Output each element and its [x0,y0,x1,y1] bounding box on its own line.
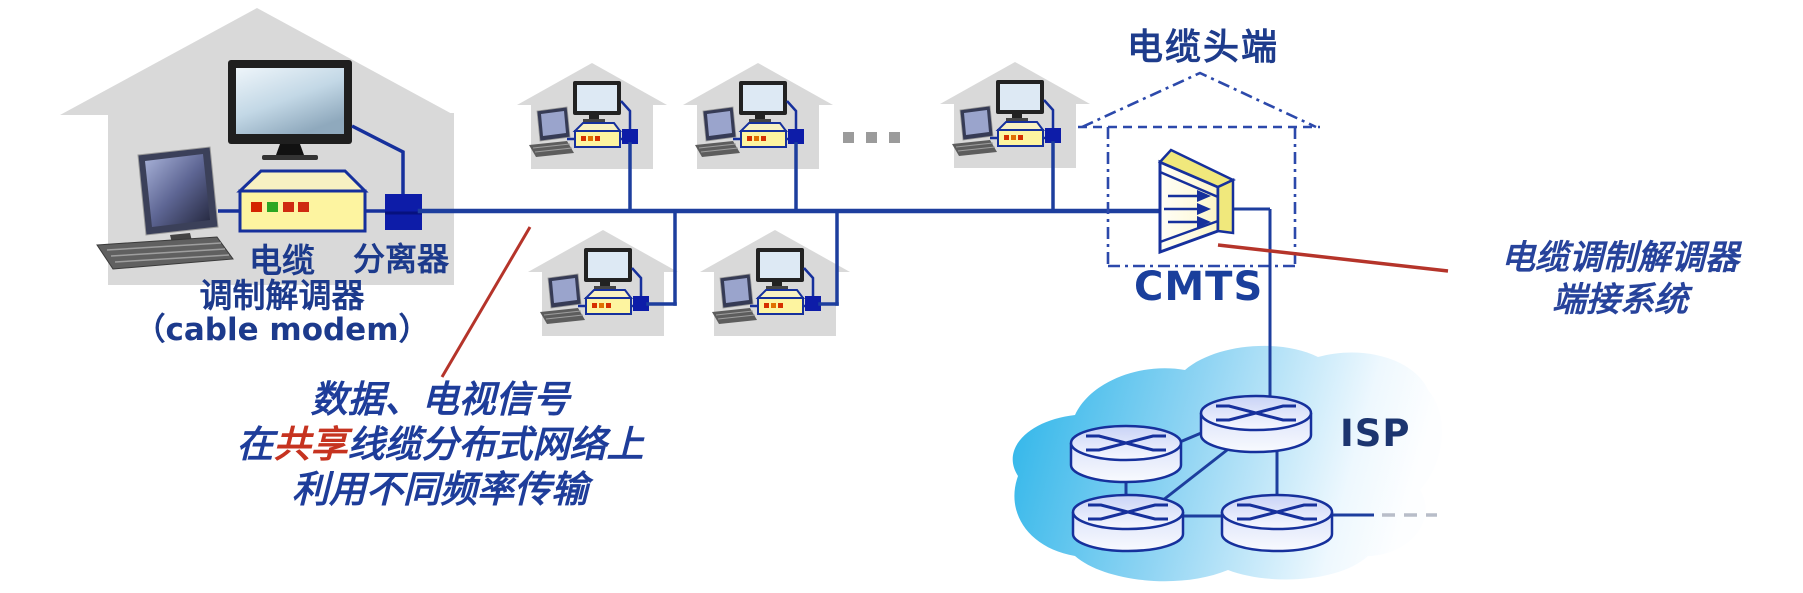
splitter-icon [385,194,422,230]
tv-icon [739,81,787,122]
cable-modem-label: 电缆 调制解调器 （cable modem） [107,243,457,348]
desktop-computer-icon [695,106,740,157]
internal-cables [218,124,405,213]
shared-highlight: 共享 [273,423,348,466]
shared-cable-pointer-line [440,226,532,378]
cable-modem-icon [755,289,805,315]
shared-cable-note-line3: 利用不同频率传输 [292,468,588,511]
router-links [1124,429,1374,518]
cmts-label: CMTS [1134,264,1264,310]
splitter-icon [633,296,649,311]
cmts-note: 电缆调制解调器 端接系统 [1455,237,1785,321]
shared-cable-note: 数据、电视信号 在共享线缆分布式网络上 利用不同频率传输 [175,377,705,512]
tv-icon [228,60,352,160]
shared-cable-note-line2: 在共享线缆分布式网络上 [236,423,644,466]
cmts-funnel-icon [1157,148,1236,255]
cable-modem-icon [236,169,369,233]
cmts-note-line2: 端接系统 [1552,280,1688,320]
cable-modem-label-line3: （cable modem） [134,312,430,348]
desktop-computer-icon [952,105,997,156]
tv-icon [573,81,621,122]
subscriber-house [528,230,678,336]
splitter-icon [805,296,821,311]
shared-cable-note-line1: 数据、电视信号 [310,378,570,421]
desktop-computer-icon [712,273,757,324]
desktop-computer-icon [529,106,574,157]
splitter-icon [622,129,638,144]
headend-label: 电缆头端 [1126,27,1279,68]
tv-icon [584,248,632,289]
tv-icon [996,80,1044,121]
desktop-computer-icon [540,273,585,324]
cable-modem-label-line2: 调制解调器 [199,276,365,315]
subscriber-house-large [60,8,454,285]
cmts-note-line1: 电缆调制解调器 [1501,238,1739,278]
cmts-pointer-line [1217,243,1449,273]
subscriber-house [683,63,833,169]
router-icon [1220,493,1334,553]
isp-label: ISP [1340,412,1411,455]
router-icon [1069,424,1183,484]
desktop-computer-icon [96,146,234,270]
router-icon [1199,394,1313,454]
splitter-label: 分离器 [353,240,450,278]
more-houses-ellipsis-icon [843,132,900,143]
cable-modem-icon [583,289,633,315]
tv-icon [756,248,804,289]
headend-house-outline [1078,71,1320,268]
cmts-isp-link [1233,207,1272,404]
splitter-icon [788,129,804,144]
subscriber-house [700,230,850,336]
subscriber-house [940,62,1090,168]
subscriber-house [517,63,667,169]
cable-modem-label-line1: 电缆 [249,241,315,280]
cable-modem-icon [995,121,1045,147]
shared-cable [417,141,1163,306]
cable-modem-icon [738,122,788,148]
router-icon [1071,493,1185,553]
splitter-icon [1045,128,1061,143]
cable-modem-icon [572,122,622,148]
